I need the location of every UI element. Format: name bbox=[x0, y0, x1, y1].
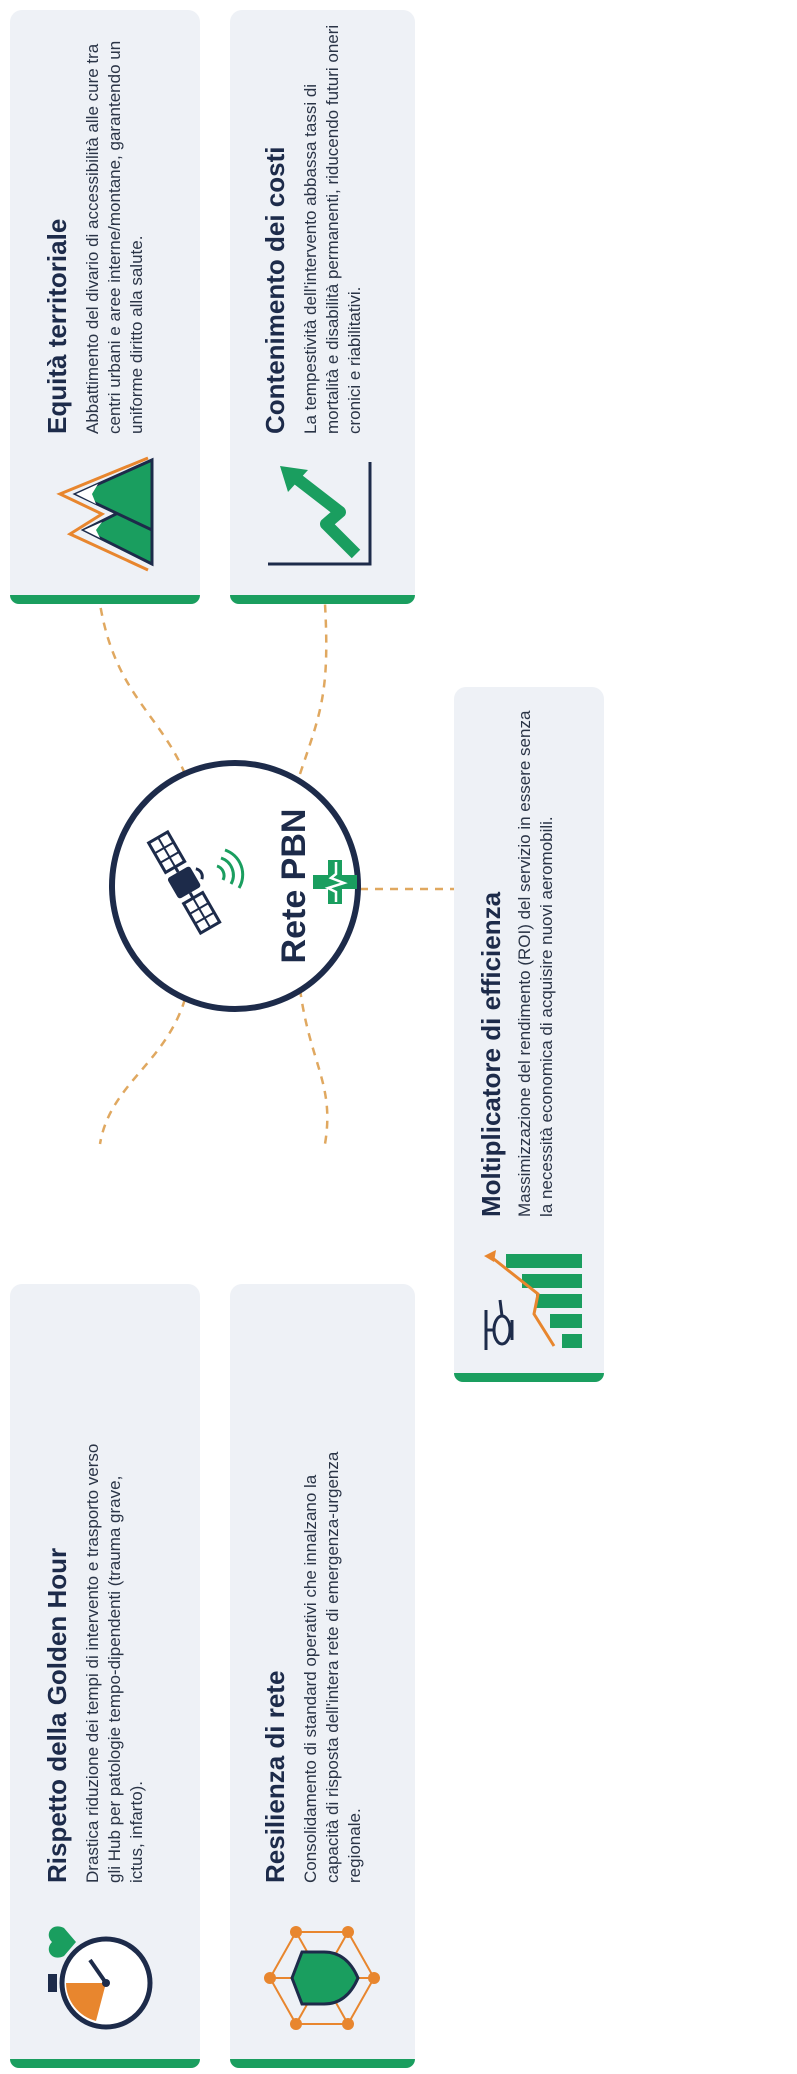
satellite-icon bbox=[146, 829, 245, 936]
helicopter-chart-icon bbox=[484, 1250, 582, 1350]
card-resilienza: Resilienza di rete Consolidamento di sta… bbox=[230, 1284, 415, 2068]
card-accent-bar bbox=[230, 595, 415, 604]
connector-golden-hour bbox=[98, 998, 187, 1145]
card-title: Moltiplicatore di efficienza bbox=[476, 891, 506, 1217]
card-title: Resilienza di rete bbox=[260, 1670, 290, 1883]
mountains-icon bbox=[56, 456, 154, 572]
hub-circle: Rete PBN bbox=[109, 760, 361, 1012]
card-golden-hour: Rispetto della Golden Hour Drastica ridu… bbox=[10, 1284, 200, 2068]
card-accent-bar bbox=[10, 595, 200, 604]
card-accent-bar bbox=[454, 1373, 604, 1382]
connector-resilienza bbox=[298, 988, 329, 1145]
card-title: Equità territoriale bbox=[42, 218, 72, 434]
connector-costi bbox=[298, 603, 328, 775]
card-title: Rispetto della Golden Hour bbox=[42, 1547, 72, 1883]
trend-up-icon bbox=[268, 462, 372, 566]
card-accent-bar bbox=[230, 2059, 415, 2068]
card-description: Drastica riduzione dei tempi di interven… bbox=[83, 1443, 146, 1883]
card-description: La tempestività dell'intervento abbassa … bbox=[301, 24, 364, 434]
medical-cross-icon bbox=[313, 860, 357, 904]
card-title: Contenimento dei costi bbox=[260, 146, 290, 434]
connector-equita bbox=[98, 603, 187, 775]
stopwatch-heart-icon bbox=[48, 1926, 153, 2030]
card-description: Abbattimento del divario di accessibilit… bbox=[83, 40, 146, 434]
shield-network-icon bbox=[264, 1926, 380, 2030]
card-accent-bar bbox=[10, 2059, 200, 2068]
card-description: Consolidamento di standard operativi che… bbox=[301, 1451, 364, 1883]
card-costi: Contenimento dei costi La tempestività d… bbox=[230, 10, 415, 604]
card-efficienza: Moltiplicatore di efficienza Massimizzaz… bbox=[454, 687, 604, 1382]
hub-title: Rete PBN bbox=[275, 808, 313, 964]
card-description: Massimizzazione del rendimento (ROI) del… bbox=[515, 710, 556, 1217]
card-equita: Equità territoriale Abbattimento del div… bbox=[10, 10, 200, 604]
